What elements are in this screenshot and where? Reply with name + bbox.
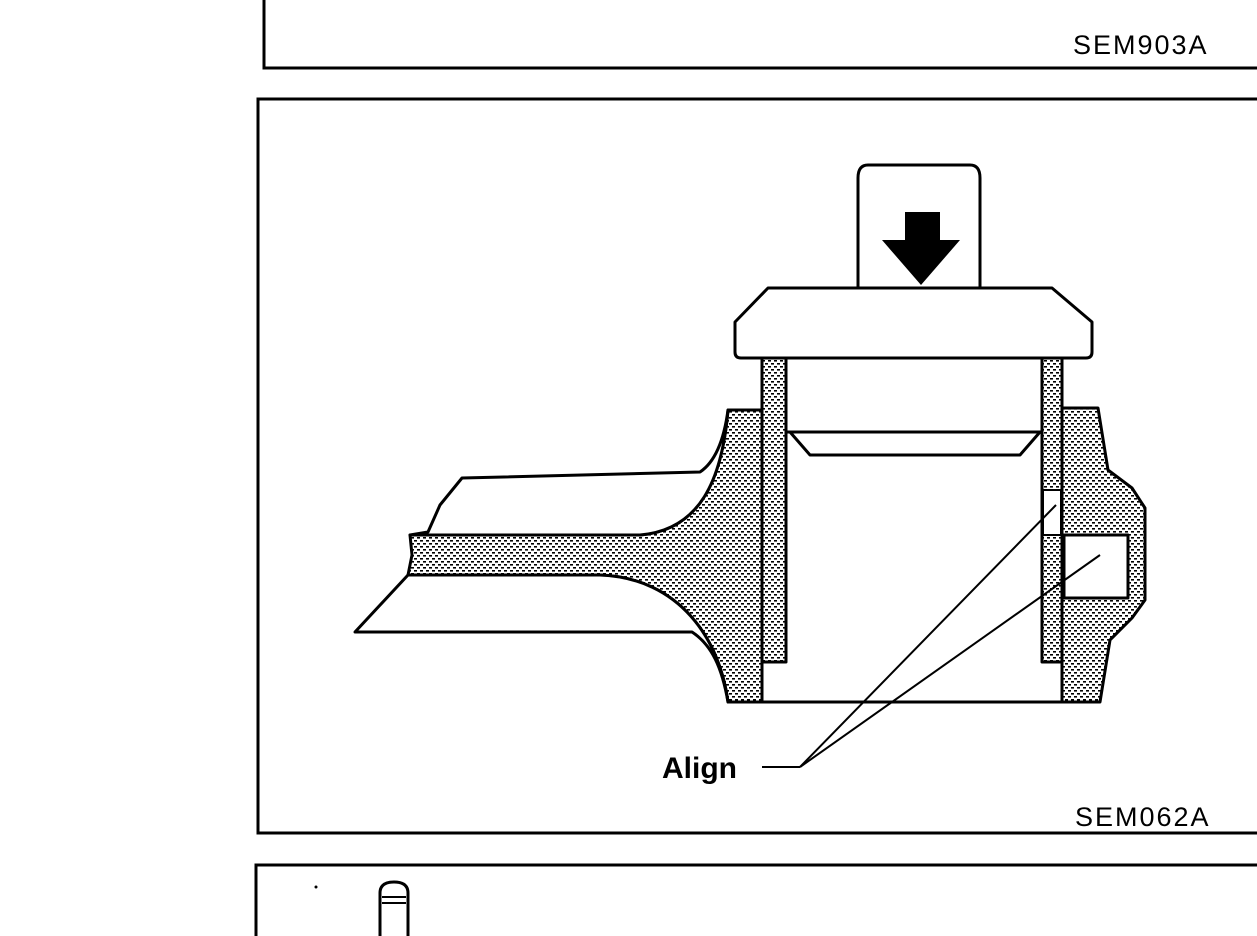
figure-code-top: SEM903A <box>1073 30 1209 60</box>
connecting-rod-drawing <box>353 163 1147 768</box>
bushing-oil-hole <box>1042 489 1062 536</box>
rod-lower-face <box>353 573 730 704</box>
figure-frame-top: SEM903A <box>262 0 1257 70</box>
rod-upper-face <box>408 408 730 537</box>
align-callout: Align <box>662 752 737 785</box>
figure-code-middle: SEM062A <box>1075 802 1211 832</box>
valve-stem <box>378 880 410 936</box>
figure-frame-bottom <box>254 863 1257 936</box>
rod-section <box>406 408 764 704</box>
align-leader-lines <box>762 504 1101 768</box>
figure-frame-middle: SEM062A <box>256 97 1257 835</box>
oil-hole <box>1062 533 1130 600</box>
bushing-left <box>760 356 788 664</box>
press-plate <box>733 286 1094 360</box>
press-direction-arrow-icon <box>882 212 960 285</box>
